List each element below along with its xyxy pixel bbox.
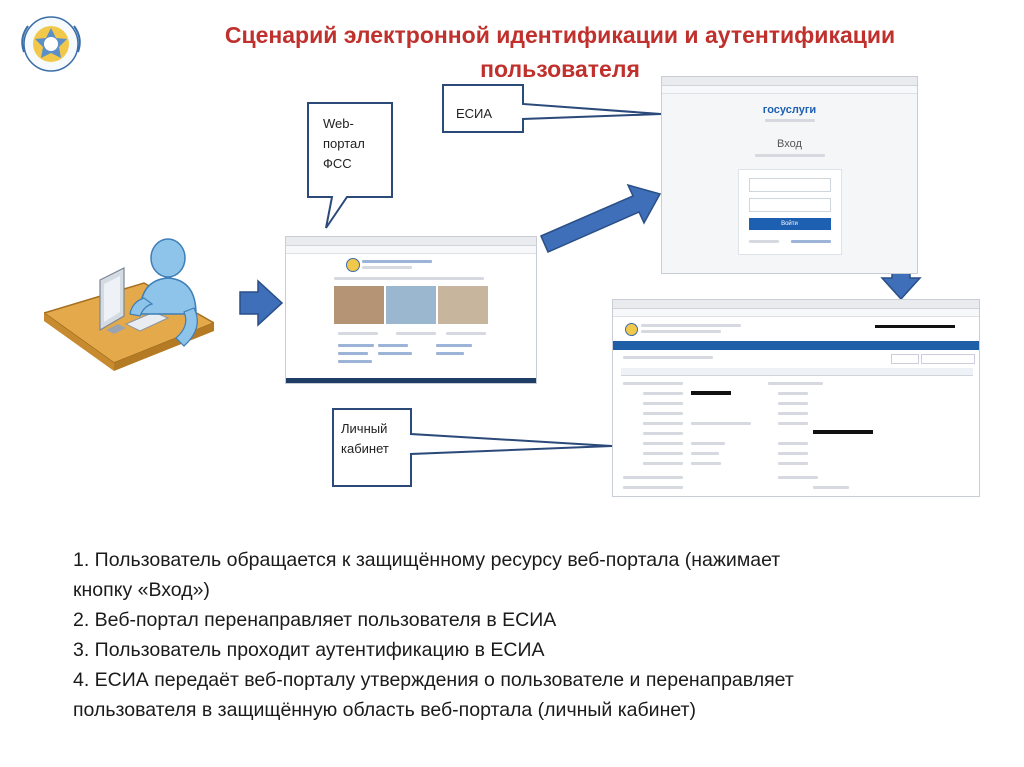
- fss-logo: [10, 8, 92, 80]
- callout-fss-portal: Web- портал ФСС: [323, 114, 365, 174]
- scenario-steps: 1. Пользователь обращается к защищённому…: [73, 545, 973, 725]
- arrow-portal-to-esia: [540, 183, 662, 253]
- gosuslugi-login-title: Вход: [777, 138, 802, 150]
- gosuslugi-brand: госуслуги: [762, 104, 817, 116]
- gosuslugi-login-button[interactable]: Войти: [748, 218, 831, 230]
- callout-cabinet: Личный кабинет: [341, 419, 389, 459]
- callout-fss-portal-line-2: портал: [323, 136, 365, 151]
- step-line-4: 3. Пользователь проходит аутентификацию …: [73, 639, 545, 661]
- step-line-6: пользователя в защищённую область веб-по…: [73, 699, 696, 721]
- gosuslugi-login-screenshot: госуслуги Вход Войти: [661, 76, 918, 274]
- title-line-2: пользователя: [480, 56, 640, 82]
- callout-fss-portal-line-1: Web-: [323, 116, 354, 131]
- user-at-computer-illustration: [42, 228, 216, 378]
- callout-cabinet-line-1: Личный: [341, 421, 388, 436]
- arrow-user-to-portal: [239, 279, 284, 327]
- callout-cabinet-line-2: кабинет: [341, 441, 389, 456]
- step-line-3: 2. Веб-портал перенаправляет пользовател…: [73, 609, 557, 631]
- page-title: Сценарий электронной идентификации и аут…: [150, 18, 970, 86]
- gosuslugi-password-input[interactable]: [748, 198, 831, 212]
- personal-cabinet-screenshot: [612, 299, 980, 497]
- fss-portal-screenshot: [285, 236, 537, 384]
- title-line-1: Сценарий электронной идентификации и аут…: [224, 22, 896, 48]
- gosuslugi-login-input[interactable]: [748, 178, 831, 192]
- step-line-5: 4. ЕСИА передаёт веб-порталу утверждения…: [73, 669, 794, 691]
- step-line-2: кнопку «Вход»): [73, 579, 210, 601]
- step-line-1: 1. Пользователь обращается к защищённому…: [73, 549, 781, 571]
- callout-fss-portal-line-3: ФСС: [323, 156, 352, 171]
- callout-esia: ЕСИА: [456, 106, 493, 121]
